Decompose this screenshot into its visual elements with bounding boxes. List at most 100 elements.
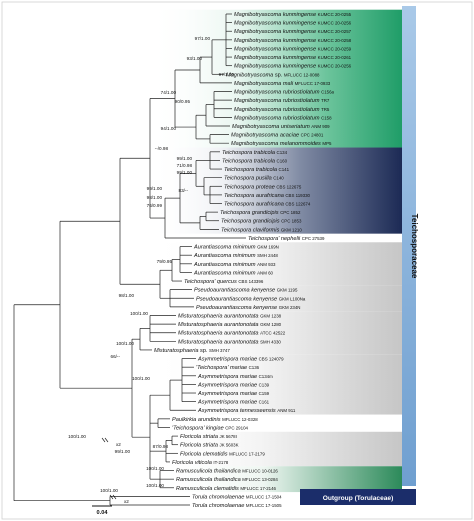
tip-epithet: rubriostiolatum xyxy=(283,98,321,104)
break-slash xyxy=(112,494,117,500)
tip-genus: Magnibotryascoma xyxy=(231,133,280,139)
support-value: 100/1.00 xyxy=(130,311,148,316)
tip-epithet: nephelii xyxy=(281,236,302,242)
tip-epithet: sp. xyxy=(200,348,209,354)
tip-voucher: C161 xyxy=(259,400,270,405)
support-value: 98/1.00 xyxy=(119,293,135,298)
tip-genus: Teichospora xyxy=(221,219,253,225)
tip-label: Teichospora grandicipis CPC 1852 xyxy=(220,210,301,216)
tip-epithet: pusilla xyxy=(255,176,273,182)
tip-genus: Magnibotryascoma xyxy=(231,141,280,147)
tip-epithet: aurafricana xyxy=(256,202,286,208)
tip-epithet: minimum xyxy=(233,262,257,268)
tip-label: Floricola viticola IT-2178 xyxy=(172,460,229,466)
tip-voucher: GKM 1195 xyxy=(277,288,298,293)
tip-genus: Teichospora' xyxy=(248,236,281,242)
tip-genus: Misturatosphaeria xyxy=(178,322,224,328)
tip-epithet: mariae xyxy=(240,382,259,388)
support-value: 100/1.00 xyxy=(116,341,134,346)
tip-epithet: rubriostiolatum xyxy=(283,107,321,113)
tip-voucher: C136 xyxy=(249,365,260,370)
tip-genus: Magnibotryascoma xyxy=(234,107,283,113)
tip-voucher: KUMCC 20-0258 xyxy=(318,38,352,43)
tip-genus: Teichospora xyxy=(224,193,256,199)
tip-epithet: aurantonotata xyxy=(224,339,260,345)
tip-epithet: minimum xyxy=(233,245,257,251)
tip-voucher: C156a xyxy=(321,90,334,95)
tip-epithet: kenyense xyxy=(251,288,277,294)
tip-epithet: trabicola xyxy=(254,158,277,164)
tip-label: Magnibotryascoma kunmingense KUMCC 20-02… xyxy=(234,29,352,35)
tip-voucher: SMH 4330 xyxy=(260,339,281,344)
tip-voucher: MFLUCC 17-2146 xyxy=(240,486,276,491)
tip-epithet: thailandica xyxy=(214,477,242,483)
tip-epithet: tennesseensis xyxy=(240,408,277,414)
tip-epithet: kunmingense xyxy=(283,29,318,35)
tip-voucher: KUMCC 20-0256 xyxy=(318,21,352,26)
tip-epithet: aurantonotata xyxy=(224,322,260,328)
band-floricola xyxy=(150,431,402,467)
tip-label: Asymmetrispora mariae C159 xyxy=(197,391,270,397)
tip-genus: Ramusculicola xyxy=(176,486,214,492)
support-value: 71/0.98 xyxy=(177,163,193,168)
tip-genus: Magnibotryascoma xyxy=(234,64,283,70)
tip-label: Aurantiascoma minimum ANM 60 xyxy=(193,270,274,276)
tip-label: Magnibotryascoma melanommoides MP5 xyxy=(231,141,332,147)
tip-voucher: CPC 24801 xyxy=(301,133,324,138)
tip-epithet: mariae xyxy=(240,374,259,380)
tip-epithet: quercus xyxy=(217,279,238,285)
tip-label: Ramusculicola clematidis MFLUCC 17-2146 xyxy=(176,486,277,492)
tip-voucher: MFLUCC 12-0328 xyxy=(222,417,258,422)
tip-label: Floricola striata JK 5678I xyxy=(180,434,237,440)
support-value: 90/0.95 xyxy=(175,99,191,104)
tip-genus: Magnibotryascoma xyxy=(234,115,283,121)
tip-voucher: KUMCC 20-0261 xyxy=(318,55,352,60)
tip-label: Asymmetrispora mariae C161 xyxy=(197,400,270,406)
tip-label: Teichospora proteae CBS 122675 xyxy=(224,184,302,190)
tip-epithet: trabicola xyxy=(256,167,279,173)
tip-genus: Magnibotryascoma xyxy=(234,81,283,87)
tip-voucher: MFLUCC 17-0933 xyxy=(295,81,331,86)
tip-voucher: KUMCC 20-0256 xyxy=(318,64,352,69)
tip-epithet: striata xyxy=(203,443,220,449)
tip-label: Pseudoaurantiascoma kenyense GKM 1195 xyxy=(194,288,298,294)
tip-genus: Asymmetrispora xyxy=(197,391,240,397)
tip-epithet: viticola xyxy=(195,460,214,466)
band-ramusculicola xyxy=(150,466,402,493)
tip-label: Misturatosphaeria aurantonotata GKM 1280 xyxy=(178,322,282,328)
tip-genus: Pseudoaurantiascoma xyxy=(196,305,253,311)
tip-epithet: kunmingense xyxy=(283,12,318,18)
break-label: x2 xyxy=(124,499,129,504)
tip-voucher: C160 xyxy=(277,158,288,163)
tip-label: Magnibotryascoma sp. MFLUCC 12-0088 xyxy=(226,72,320,78)
tip-voucher: C140 xyxy=(273,176,284,181)
tip-genus: Aurantiascoma xyxy=(193,245,233,251)
tip-epithet: acaciae xyxy=(280,133,301,139)
tip-genus: Asymmetrispora xyxy=(197,374,240,380)
break-slash xyxy=(104,437,109,443)
tip-label: Magnibotryascoma acaciae CPC 24801 xyxy=(231,133,324,139)
tip-voucher: ANM 909 xyxy=(311,124,330,129)
support-value: 79/0.95 xyxy=(157,259,173,264)
tip-voucher: CPC 1852 xyxy=(280,210,301,215)
tip-label: Asymmetrispora mariae CBS 124079 xyxy=(197,357,284,363)
tip-label: Teichospora claviformis GKM 1210 xyxy=(221,227,302,233)
tip-voucher: ANM 60 xyxy=(257,270,273,275)
tip-label: Floricola striata JK 5603K xyxy=(180,443,239,449)
tip-voucher: SMH 2448 xyxy=(257,253,278,258)
tip-label: Magnibotryascoma kunmingense KUMCC 20-02… xyxy=(234,46,352,52)
support-value: --/0.98 xyxy=(155,146,169,151)
support-value: 100/1.00 xyxy=(146,466,164,471)
tip-label: Torula chromolaenae MFLUCC 17-1505 xyxy=(192,503,282,509)
tip-voucher: CBS 119330 xyxy=(285,193,310,198)
tip-voucher: CPC 27539 xyxy=(302,236,325,241)
band-teichospora xyxy=(150,147,402,234)
tree-branches xyxy=(13,13,246,506)
tip-genus: Asymmetrispora xyxy=(197,408,240,414)
tip-epithet: uniseriatum xyxy=(281,124,311,130)
tip-voucher: MFLUCC 12-0088 xyxy=(284,72,320,77)
tip-epithet: chromolaenae xyxy=(209,503,246,509)
tip-epithet: kunmingense xyxy=(283,21,318,27)
tip-voucher: CBS 143396 xyxy=(238,279,263,284)
tip-genus: Teichospora xyxy=(220,210,252,216)
